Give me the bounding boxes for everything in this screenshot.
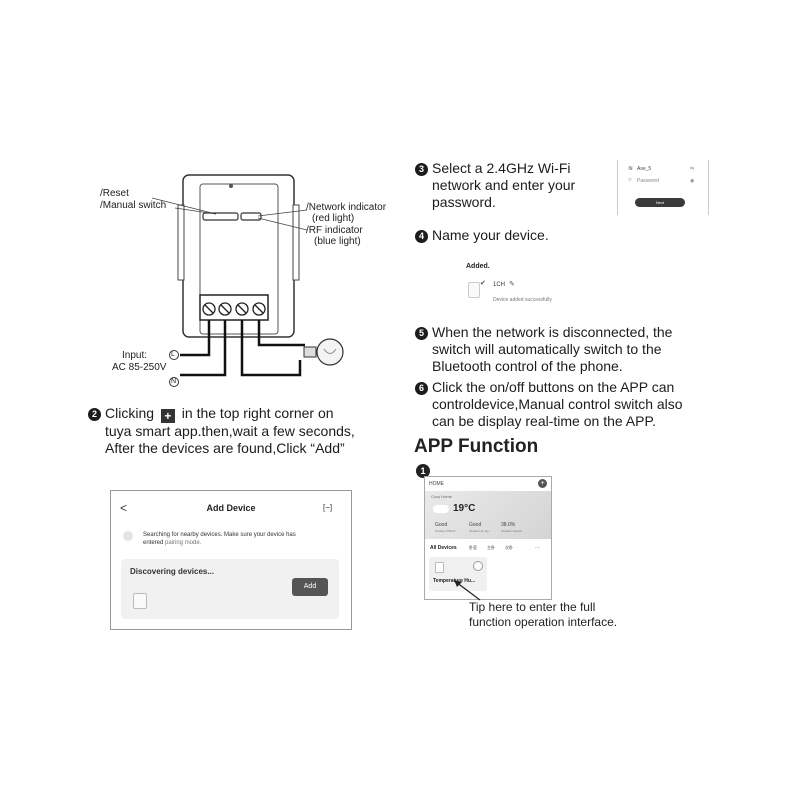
stat-1-label: Good bbox=[435, 522, 448, 528]
neutral-symbol: N bbox=[171, 378, 177, 385]
device-name: 1CH bbox=[493, 282, 506, 288]
step-3-number: 3 bbox=[415, 163, 428, 176]
tip-text: Tip here to enter the full function oper… bbox=[469, 600, 617, 630]
step-2-line-2: tuya smart app.then,wait a few seconds, bbox=[105, 423, 355, 439]
stat-1-sub: Outdoor PM2.5 bbox=[435, 529, 456, 533]
step-6-line-1: Click the on/off buttons on the APP can bbox=[432, 379, 675, 395]
step-badge: 1 bbox=[416, 464, 430, 478]
scan-icon[interactable]: [−] bbox=[323, 503, 333, 512]
tip-line-1: Tip here to enter the full bbox=[469, 600, 596, 614]
step-4-line-1: Name your device. bbox=[432, 227, 549, 243]
step-2-text: 2 Clicking + in the top right corner on t… bbox=[88, 405, 355, 457]
step-5-line-2: switch will automatically switch to the bbox=[432, 341, 662, 357]
step-6-line-3: can be display real-time on the APP. bbox=[432, 413, 656, 429]
step-2-line-1b: in the top right corner on bbox=[181, 405, 334, 421]
sensor-icon bbox=[435, 562, 444, 573]
manual-switch-label: /Manual switch bbox=[100, 200, 167, 211]
home-selector[interactable]: HOME bbox=[429, 481, 444, 487]
stat-3-label: 38.0% bbox=[501, 522, 516, 528]
temperature-value: 19°C bbox=[453, 503, 476, 514]
device-card[interactable]: Temperature Hu... bbox=[429, 557, 487, 591]
pairing-mode-link[interactable]: pairing mode. bbox=[165, 540, 202, 546]
step-5-line-3: Bluetooth control of the phone. bbox=[432, 358, 623, 374]
pointer-arrow-icon bbox=[454, 580, 481, 601]
next-button[interactable]: Next bbox=[635, 198, 685, 207]
lock-icon: ○ bbox=[628, 177, 632, 183]
tip-line-2: function operation interface. bbox=[469, 615, 618, 629]
eye-icon[interactable]: ◉ bbox=[690, 178, 695, 184]
weather-card: Cozy Home 19°C Good Outdoor PM2.5 Good O… bbox=[425, 491, 551, 539]
search-hint-line-1: Searching for nearby devices. Make sure … bbox=[143, 532, 296, 538]
live-symbol: L bbox=[171, 351, 175, 358]
tabs-more-icon[interactable]: ··· bbox=[535, 545, 540, 551]
stat-2-sub: Outdoor air Qu... bbox=[469, 529, 492, 533]
input-label: Input: bbox=[122, 350, 148, 361]
power-icon[interactable] bbox=[473, 561, 483, 571]
step-5-number: 5 bbox=[415, 327, 428, 340]
app-home-screen: HOME + Cozy Home 19°C Good Outdoor PM2.5… bbox=[424, 476, 552, 600]
ac-range-label: AC 85-250V bbox=[112, 362, 167, 373]
tab-room-1[interactable]: 卧室 bbox=[469, 545, 477, 550]
password-field[interactable]: Password bbox=[637, 178, 659, 184]
step-6-line-2: controldevice,Manual control switch also bbox=[432, 396, 683, 412]
plus-icon: + bbox=[160, 409, 175, 423]
device-image bbox=[468, 282, 480, 298]
device-thumbnail-icon bbox=[133, 593, 147, 609]
step-4-number: 4 bbox=[415, 230, 428, 243]
search-hint-line-2: entered pairing mode. bbox=[143, 540, 202, 546]
home-name: Cozy Home bbox=[431, 494, 452, 499]
wiring-diagram: /Reset /Manual switch /Network indicator… bbox=[100, 170, 400, 400]
step-2-line-1a: Clicking bbox=[105, 405, 155, 421]
rf-indicator-label: /RF indicator bbox=[306, 225, 363, 236]
red-light-label: (red light) bbox=[312, 213, 355, 224]
device-card-label: Temperature Hu... bbox=[433, 578, 476, 584]
wifi-switch-icon: ⇆ bbox=[690, 166, 695, 172]
add-circle-icon[interactable]: + bbox=[538, 479, 547, 488]
step-3-line-1: Select a 2.4GHz Wi-Fi bbox=[432, 160, 571, 176]
add-device-title: Add Device bbox=[206, 503, 256, 513]
step-2-number: 2 bbox=[88, 408, 101, 421]
network-indicator-label: /Network indicator bbox=[306, 202, 387, 213]
discovering-text: Discovering devices... bbox=[130, 567, 215, 576]
add-button[interactable]: Add bbox=[292, 578, 328, 596]
edit-icon[interactable]: ✎ bbox=[509, 281, 515, 288]
cloud-icon bbox=[433, 505, 449, 513]
add-device-screen: < Add Device [−] Searching for nearby de… bbox=[110, 490, 352, 630]
added-title: Added. bbox=[466, 263, 490, 270]
wifi-icon: ≋ bbox=[628, 166, 634, 172]
step-2-line-3: After the devices are found,Click “Add” bbox=[105, 440, 345, 456]
discovering-card: Discovering devices... Add bbox=[121, 559, 339, 619]
wifi-screen: ≋ Ase_5 ⇆ ○ Password ◉ Next bbox=[617, 160, 709, 215]
stat-2-label: Good bbox=[469, 522, 482, 528]
tab-room-3[interactable]: 次卧 bbox=[505, 545, 513, 550]
step-4-text: 4 Name your device. bbox=[415, 227, 549, 244]
device-added-screen: Added. ✔ 1CH ✎ Device added successfully bbox=[462, 260, 572, 310]
step-5-text: 5 When the network is disconnected, the s… bbox=[415, 324, 672, 375]
blue-light-label: (blue light) bbox=[314, 236, 361, 247]
step-3-line-2: network and enter your bbox=[432, 177, 576, 193]
search-spinner-icon bbox=[123, 531, 133, 541]
wifi-network-name[interactable]: Ase_5 bbox=[637, 166, 652, 172]
step-3-line-3: password. bbox=[432, 194, 496, 210]
step-6-number: 6 bbox=[415, 382, 428, 395]
tab-all-devices[interactable]: All Devices bbox=[430, 545, 457, 551]
step-5-line-1: When the network is disconnected, the bbox=[432, 324, 673, 340]
switch-wiring-illustration bbox=[151, 174, 344, 387]
added-status: Device added successfully bbox=[493, 297, 552, 303]
check-icon: ✔ bbox=[480, 280, 486, 287]
app-function-heading: APP Function bbox=[414, 436, 539, 457]
reset-label: /Reset bbox=[100, 188, 129, 199]
step-3-text: 3 Select a 2.4GHz Wi-Fi network and enter… bbox=[415, 160, 575, 211]
back-icon[interactable]: < bbox=[120, 501, 128, 515]
stat-3-sub: Outdoor Humid... bbox=[501, 529, 524, 533]
step-6-text: 6 Click the on/off buttons on the APP can… bbox=[415, 379, 683, 430]
tab-room-2[interactable]: 主卧 bbox=[487, 545, 495, 550]
